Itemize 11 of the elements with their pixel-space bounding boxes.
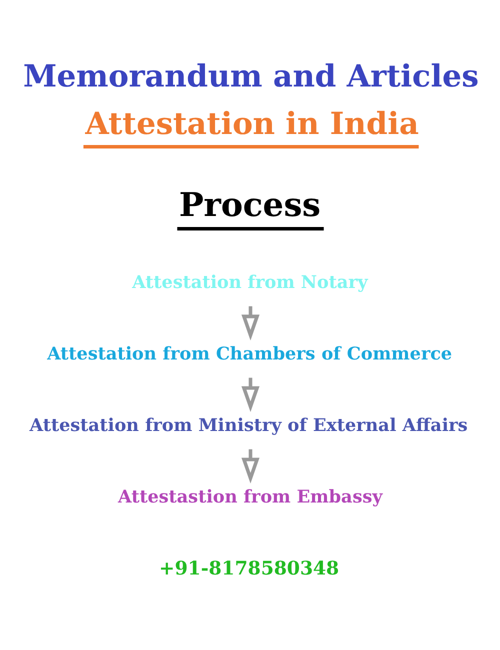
arrow [240, 448, 260, 484]
arrow [240, 377, 260, 412]
node-text: Attestation from Chambers of Commerce [46, 343, 452, 364]
node-text: Attestation from Notary [132, 271, 368, 292]
diagram-title: Memorandum and Articles [22, 58, 478, 94]
node-text: Attestastion from Embassy [118, 486, 382, 508]
node-text: Attestation from Ministry of External Affairs [29, 414, 468, 436]
arrow [240, 306, 260, 340]
label: +91-8178580348 [158, 556, 339, 579]
label: Attestation in India [84, 106, 418, 142]
label: Process [178, 184, 320, 224]
